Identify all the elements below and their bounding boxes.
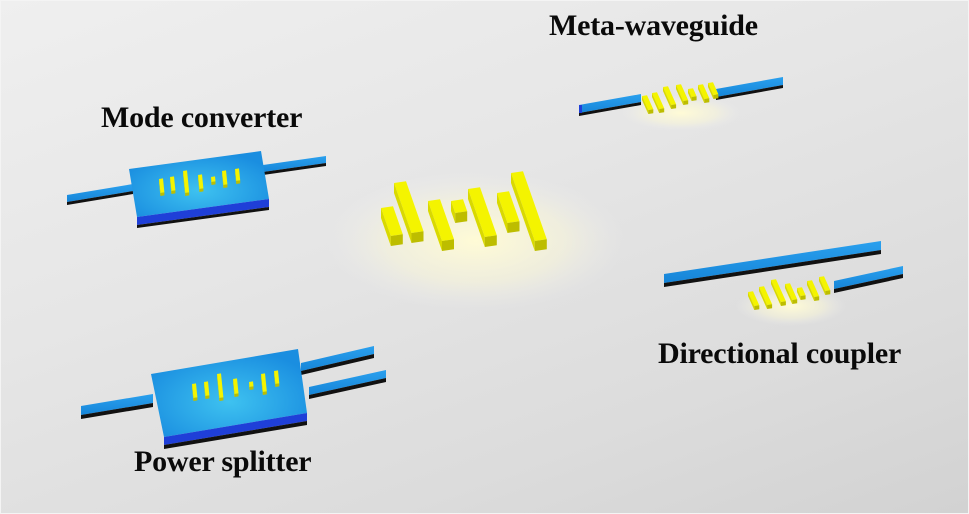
meta-atom: [676, 84, 689, 105]
mode-converter-label: Mode converter: [101, 101, 303, 134]
meta-atom: [819, 276, 831, 295]
meta-atom: [428, 199, 454, 251]
meta-atom: [642, 95, 654, 114]
meta-atom: [771, 279, 786, 306]
meta-atom: [261, 373, 267, 395]
meta-atom: [159, 178, 165, 196]
power-splitter-label: Power splitter: [134, 445, 312, 478]
meta-atom: [807, 280, 820, 301]
meta-waveguide-device: [579, 77, 783, 131]
meta-atom: [688, 88, 697, 101]
meta-atom: [451, 199, 468, 223]
center-meta-atoms: [381, 171, 547, 251]
meta-atom: [394, 181, 424, 243]
meta-atom: [468, 187, 497, 247]
meta-atom: [233, 378, 239, 397]
meta-atom: [748, 291, 760, 310]
meta-atom: [663, 86, 677, 109]
meta-atom: [708, 82, 719, 99]
directional-coupler-label: Directional coupler: [658, 337, 902, 370]
meta-atom: [274, 370, 280, 387]
meta-atom: [511, 171, 547, 251]
meta-atom: [497, 191, 520, 233]
meta-atom: [211, 176, 216, 185]
meta-atom: [759, 286, 773, 309]
meta-atom: [698, 84, 710, 103]
meta-atom: [222, 170, 228, 188]
meta-atom: [183, 170, 190, 196]
meta-atom: [652, 92, 665, 113]
meta-atom: [192, 383, 198, 401]
meta-atom: [217, 373, 224, 401]
power-splitter-device: [81, 346, 386, 449]
meta-atom: [204, 381, 210, 399]
mode-converter-device: [67, 151, 326, 228]
meta-atom: [235, 168, 241, 184]
directional-coupler-device: [664, 241, 903, 326]
meta-atom: [797, 287, 806, 300]
meta-atom: [198, 174, 204, 192]
meta-atom: [785, 283, 798, 304]
meta-atom: [249, 381, 254, 390]
meta-atom: [170, 176, 176, 194]
meta-waveguide-label: Meta-waveguide: [549, 9, 758, 42]
meta-atom: [381, 206, 403, 246]
